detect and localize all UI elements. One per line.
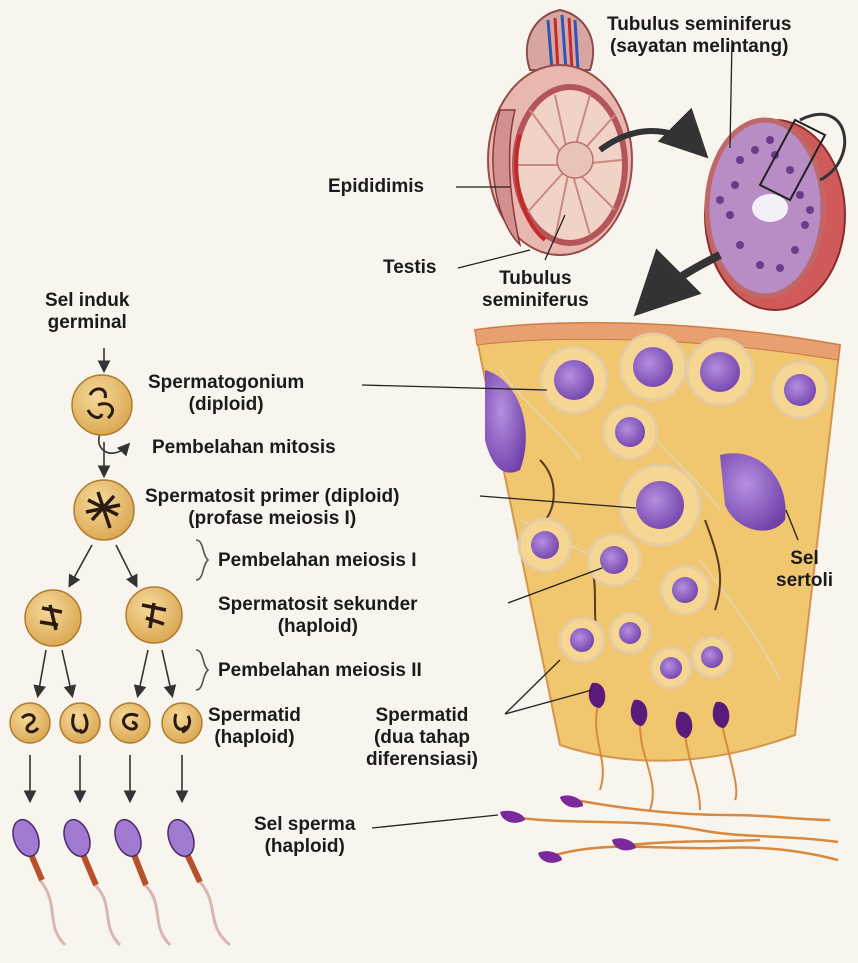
label-spermatosit-primer-line2: (profase meiosis I) — [145, 508, 399, 530]
label-mitosis-text: Pembelahan mitosis — [152, 437, 336, 459]
tissue-cell-i — [610, 613, 650, 653]
label-sel-induk-line2: germinal — [45, 312, 129, 334]
label-spermatid-left-line2: (haploid) — [208, 727, 301, 749]
label-sel-sertoli-line1: Sel — [776, 548, 833, 570]
label-spermatosit-sekunder-line2: (haploid) — [218, 616, 418, 638]
spermatid-diagram-cell-2 — [60, 703, 100, 743]
label-spermatosit-sekunder-line1: Spermatosit sekunder — [218, 594, 418, 616]
label-spermatogonium: Spermatogonium (diploid) — [148, 372, 304, 416]
label-sel-sertoli-line2: sertoli — [776, 570, 833, 592]
spermatogonium-cell-b — [620, 334, 686, 400]
label-epididimis: Epididimis — [328, 176, 424, 198]
free-sperm-cells — [500, 795, 838, 862]
label-spermatid-dua-tahap: Spermatid (dua tahap diferensiasi) — [366, 705, 478, 771]
tissue-cell-f — [519, 519, 571, 571]
label-spermatid-left-line1: Spermatid — [208, 705, 301, 727]
label-tubulus-cross-section: Tubulus seminiferus (sayatan melintang) — [607, 14, 791, 58]
tissue-cell-k — [692, 637, 732, 677]
secondary-spermatocyte-cell — [588, 534, 640, 586]
label-tubulus-cross-line2: (sayatan melintang) — [607, 36, 791, 58]
spermatid-diagram-cell-3 — [110, 703, 150, 743]
primary-spermatocyte-diagram-cell — [74, 480, 134, 540]
primary-spermatocyte-cell — [620, 465, 700, 545]
label-meiosis2-text: Pembelahan meiosis II — [218, 660, 422, 682]
label-spermatid-right-line2: (dua tahap — [366, 727, 478, 749]
label-testis: Testis — [383, 257, 437, 279]
label-spermatid-haploid: Spermatid (haploid) — [208, 705, 301, 749]
label-epididimis-text: Epididimis — [328, 176, 424, 198]
tissue-cell-e — [603, 405, 657, 459]
spermatogonium-cell-d — [772, 362, 828, 418]
label-spermatosit-primer: Spermatosit primer (diploid) (profase me… — [145, 486, 399, 530]
spermatogonium-diagram-cell — [72, 375, 132, 435]
label-spermatogonium-line2: (diploid) — [148, 394, 304, 416]
label-tubulus-cross-line1: Tubulus seminiferus — [607, 14, 791, 36]
label-testis-text: Testis — [383, 257, 437, 279]
label-sel-induk-germinal: Sel induk germinal — [45, 290, 129, 334]
label-spermatid-right-line1: Spermatid — [366, 705, 478, 727]
label-spermatogonium-line1: Spermatogonium — [148, 372, 304, 394]
label-spermatid-right-line3: diferensiasi) — [366, 749, 478, 771]
label-spermatosit-primer-line1: Spermatosit primer (diploid) — [145, 486, 399, 508]
label-sel-sperma: Sel sperma (haploid) — [254, 814, 355, 858]
label-spermatosit-sekunder: Spermatosit sekunder (haploid) — [218, 594, 418, 638]
division-braces — [196, 540, 208, 690]
secondary-spermatocyte-diagram-cell-left — [25, 590, 81, 646]
spermatid-diagram-cell-4 — [162, 703, 202, 743]
spermatogonium-cell-c — [687, 339, 753, 405]
label-sel-sperma-line1: Sel sperma — [254, 814, 355, 836]
label-pembelahan-meiosis-1: Pembelahan meiosis I — [218, 550, 417, 572]
label-pembelahan-meiosis-2: Pembelahan meiosis II — [218, 660, 422, 682]
label-tubulus-line1: Tubulus — [482, 268, 589, 290]
tissue-cell-g — [661, 566, 709, 614]
tubule-cross-section — [645, 114, 845, 310]
label-tubulus-line2: seminiferus — [482, 290, 589, 312]
tissue-cell-j — [651, 648, 691, 688]
label-sel-sertoli: Sel sertoli — [776, 548, 833, 592]
spermatid-diagram-cell-1 — [10, 703, 50, 743]
label-pembelahan-mitosis: Pembelahan mitosis — [152, 437, 336, 459]
spermatogonium-cell-a — [541, 347, 607, 413]
label-tubulus-seminiferus: Tubulus seminiferus — [482, 268, 589, 312]
secondary-spermatocyte-diagram-cell-right — [126, 587, 182, 643]
label-sel-induk-line1: Sel induk — [45, 290, 129, 312]
label-meiosis1-text: Pembelahan meiosis I — [218, 550, 417, 572]
tissue-cell-h — [560, 618, 604, 662]
label-sel-sperma-line2: (haploid) — [254, 836, 355, 858]
sperm-cell-sequence — [8, 816, 230, 945]
